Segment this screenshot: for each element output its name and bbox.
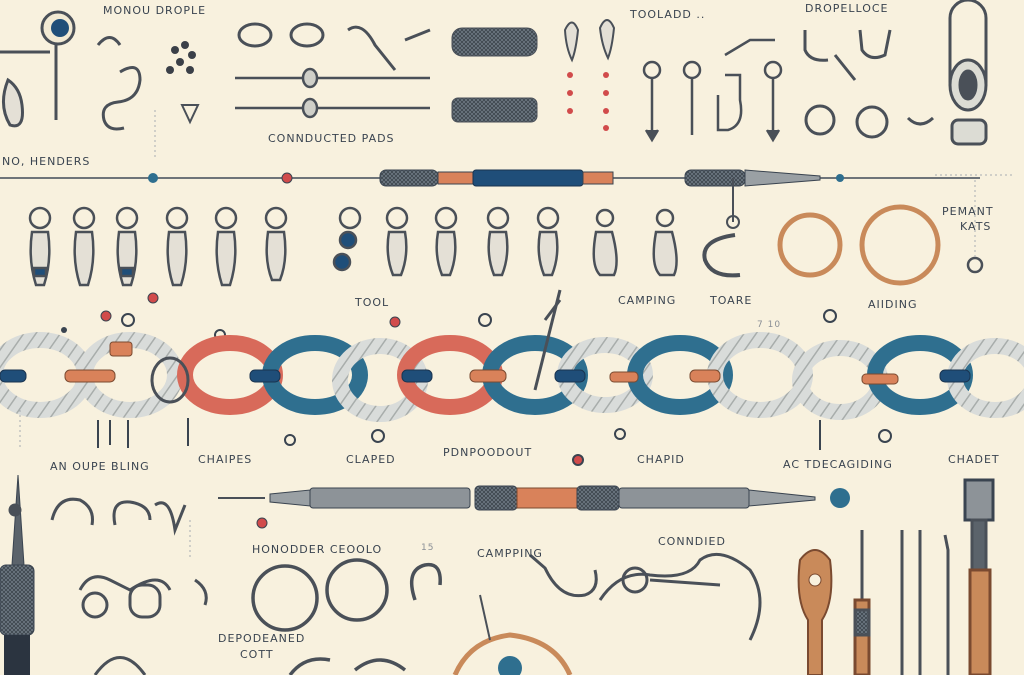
label-top-right-1: TOOLADD .. — [630, 8, 706, 21]
label-lower-3: CONNDIED — [658, 535, 726, 548]
top-left-eye-pin — [0, 10, 76, 120]
headpins-right — [642, 60, 783, 143]
bead-cluster — [166, 41, 200, 125]
oval-jump-rings — [237, 22, 431, 71]
label-left-header: NO, HENDERS — [2, 155, 91, 168]
tool-rod-bottom — [218, 485, 850, 529]
knurled-handle-top — [451, 27, 538, 57]
open-hooks-bottom-left — [8, 497, 208, 675]
knurled-handle-mid — [451, 97, 538, 123]
spatula-tool — [797, 549, 833, 675]
dashed-leaders — [19, 110, 1015, 560]
label-camping: CAMPING — [618, 294, 677, 307]
label-tool: TOOL — [355, 296, 390, 309]
swivel-hooks-row — [28, 206, 678, 287]
hooks-bottom-center — [452, 552, 762, 675]
wire-hook-top — [724, 38, 775, 57]
label-lower-2: CAMPPING — [477, 547, 543, 560]
lobster-clasp-left — [2, 77, 24, 128]
connector-bars-top — [235, 67, 430, 119]
label-toare: TOARE — [710, 294, 753, 307]
label-top-right-2: DROPELLOCE — [805, 2, 889, 15]
leader-dots-row2 — [61, 292, 837, 341]
s-hook — [96, 36, 142, 131]
label-lower-4: DEPODEANED — [218, 632, 306, 645]
label-right-header-2: KATS — [960, 220, 992, 233]
needle-tools-bottom-right — [853, 478, 995, 675]
leader-dots-below-chain — [97, 418, 892, 466]
drop-pins-top — [563, 19, 616, 63]
label-bottom-2: CHAIPES — [198, 453, 253, 466]
label-bottom-6: AC TDECAGIDING — [783, 458, 893, 471]
tool-rod-top — [0, 169, 980, 229]
label-bottom-4: PDNPOODOUT — [443, 446, 533, 459]
open-rings-right — [702, 204, 984, 286]
label-bottom-1: AN OUPE BLING — [50, 460, 150, 473]
jump-rings-bottom — [251, 558, 442, 675]
u-clasp-top-right — [803, 29, 935, 139]
awl-tool-left — [0, 474, 35, 675]
label-aiding: AIIDING — [868, 298, 918, 311]
label-lower-num: 15 — [421, 543, 435, 553]
label-bottom-7: CHADET — [948, 453, 1000, 466]
label-top-center: MONOU DROPLE — [103, 4, 207, 17]
red-dots-column — [567, 72, 609, 131]
label-bottom-5: CHAPID — [637, 453, 685, 466]
label-lower-5: COTT — [240, 648, 274, 661]
label-bottom-3: CLAPED — [346, 453, 396, 466]
label-lower-1: HONODDER CEOOLO — [252, 543, 383, 556]
label-right-header-1: PEMANT — [942, 205, 994, 218]
braided-chain — [0, 289, 1024, 422]
label-center-top: CONNDUCTED PADS — [268, 132, 395, 145]
label-mid-num: 7 10 — [757, 320, 782, 330]
large-carabiner — [948, 0, 988, 146]
